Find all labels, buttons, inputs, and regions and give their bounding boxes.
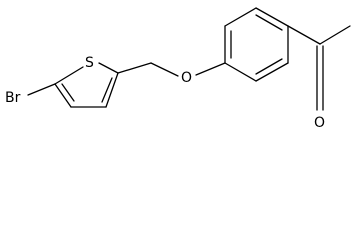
bond-o-aryl (195, 62, 226, 76)
thiophene-ring (54, 62, 119, 108)
chemical-structure-diagram: Br S O O (5, 7, 351, 131)
bond-c2-c3-double (101, 77, 113, 103)
bond-c2-c3 (105, 72, 119, 108)
bond-c5-s (54, 66, 84, 85)
bond-b3-b4 (255, 7, 289, 27)
bond-c4-c5-double (61, 83, 75, 102)
carbonyl-oxygen-label: O (314, 115, 325, 131)
bond-c5-br (27, 83, 56, 96)
bond-s-c2 (98, 62, 119, 74)
bond-aryl-carbonyl (287, 25, 321, 45)
bond-b5-b6-inner (255, 58, 283, 75)
bond-b3-b4-inner (255, 14, 283, 31)
bond-c2-ch2 (117, 62, 152, 74)
bromine-label: Br (5, 90, 21, 106)
bond-ch2-o (150, 62, 179, 77)
bond-b2-b3 (224, 7, 257, 27)
sulfur-label: S (85, 55, 94, 71)
bond-carbonyl-methyl (319, 25, 351, 45)
benzene-ring (224, 7, 289, 82)
bond-b5-b6 (255, 62, 289, 82)
ether-oxygen-label: O (181, 70, 192, 86)
bond-c4-c5 (54, 83, 72, 108)
bond-b6-b1 (224, 62, 257, 82)
